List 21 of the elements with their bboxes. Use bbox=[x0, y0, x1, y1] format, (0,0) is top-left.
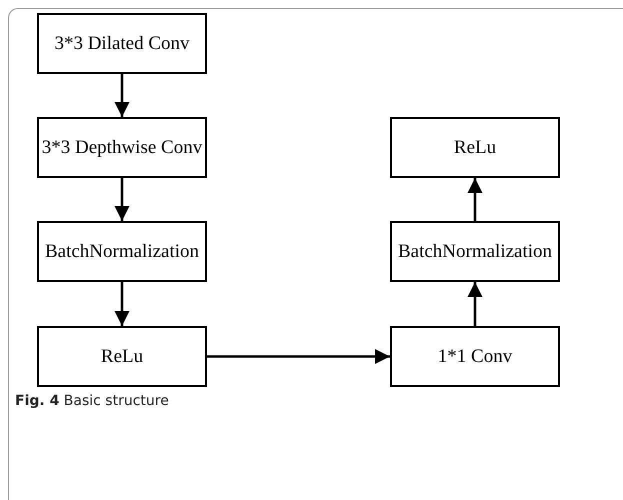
arrow bbox=[114, 282, 130, 326]
box-label: 1*1 Conv bbox=[438, 346, 512, 368]
process-box bbox=[37, 326, 207, 387]
arrow bbox=[207, 349, 390, 364]
arrow bbox=[114, 178, 130, 221]
process-box bbox=[37, 13, 207, 74]
process-box bbox=[37, 117, 207, 178]
process-box bbox=[390, 221, 560, 282]
process-box bbox=[37, 221, 207, 282]
box-label: BatchNormalization bbox=[398, 240, 552, 262]
box-label: ReLu bbox=[100, 346, 144, 368]
box-label: ReLu bbox=[454, 136, 496, 158]
box-label: 3*3 Depthwise Conv bbox=[42, 136, 202, 158]
process-box bbox=[390, 326, 560, 387]
arrow bbox=[114, 74, 130, 117]
process-box bbox=[390, 117, 560, 178]
box-label: BatchNormalization bbox=[44, 240, 200, 262]
arrow bbox=[468, 178, 482, 221]
arrow bbox=[468, 282, 482, 326]
figure-caption: Fig. 4 Basic structure bbox=[15, 393, 169, 409]
box-label: 3*3 Dilated Conv bbox=[54, 32, 190, 54]
